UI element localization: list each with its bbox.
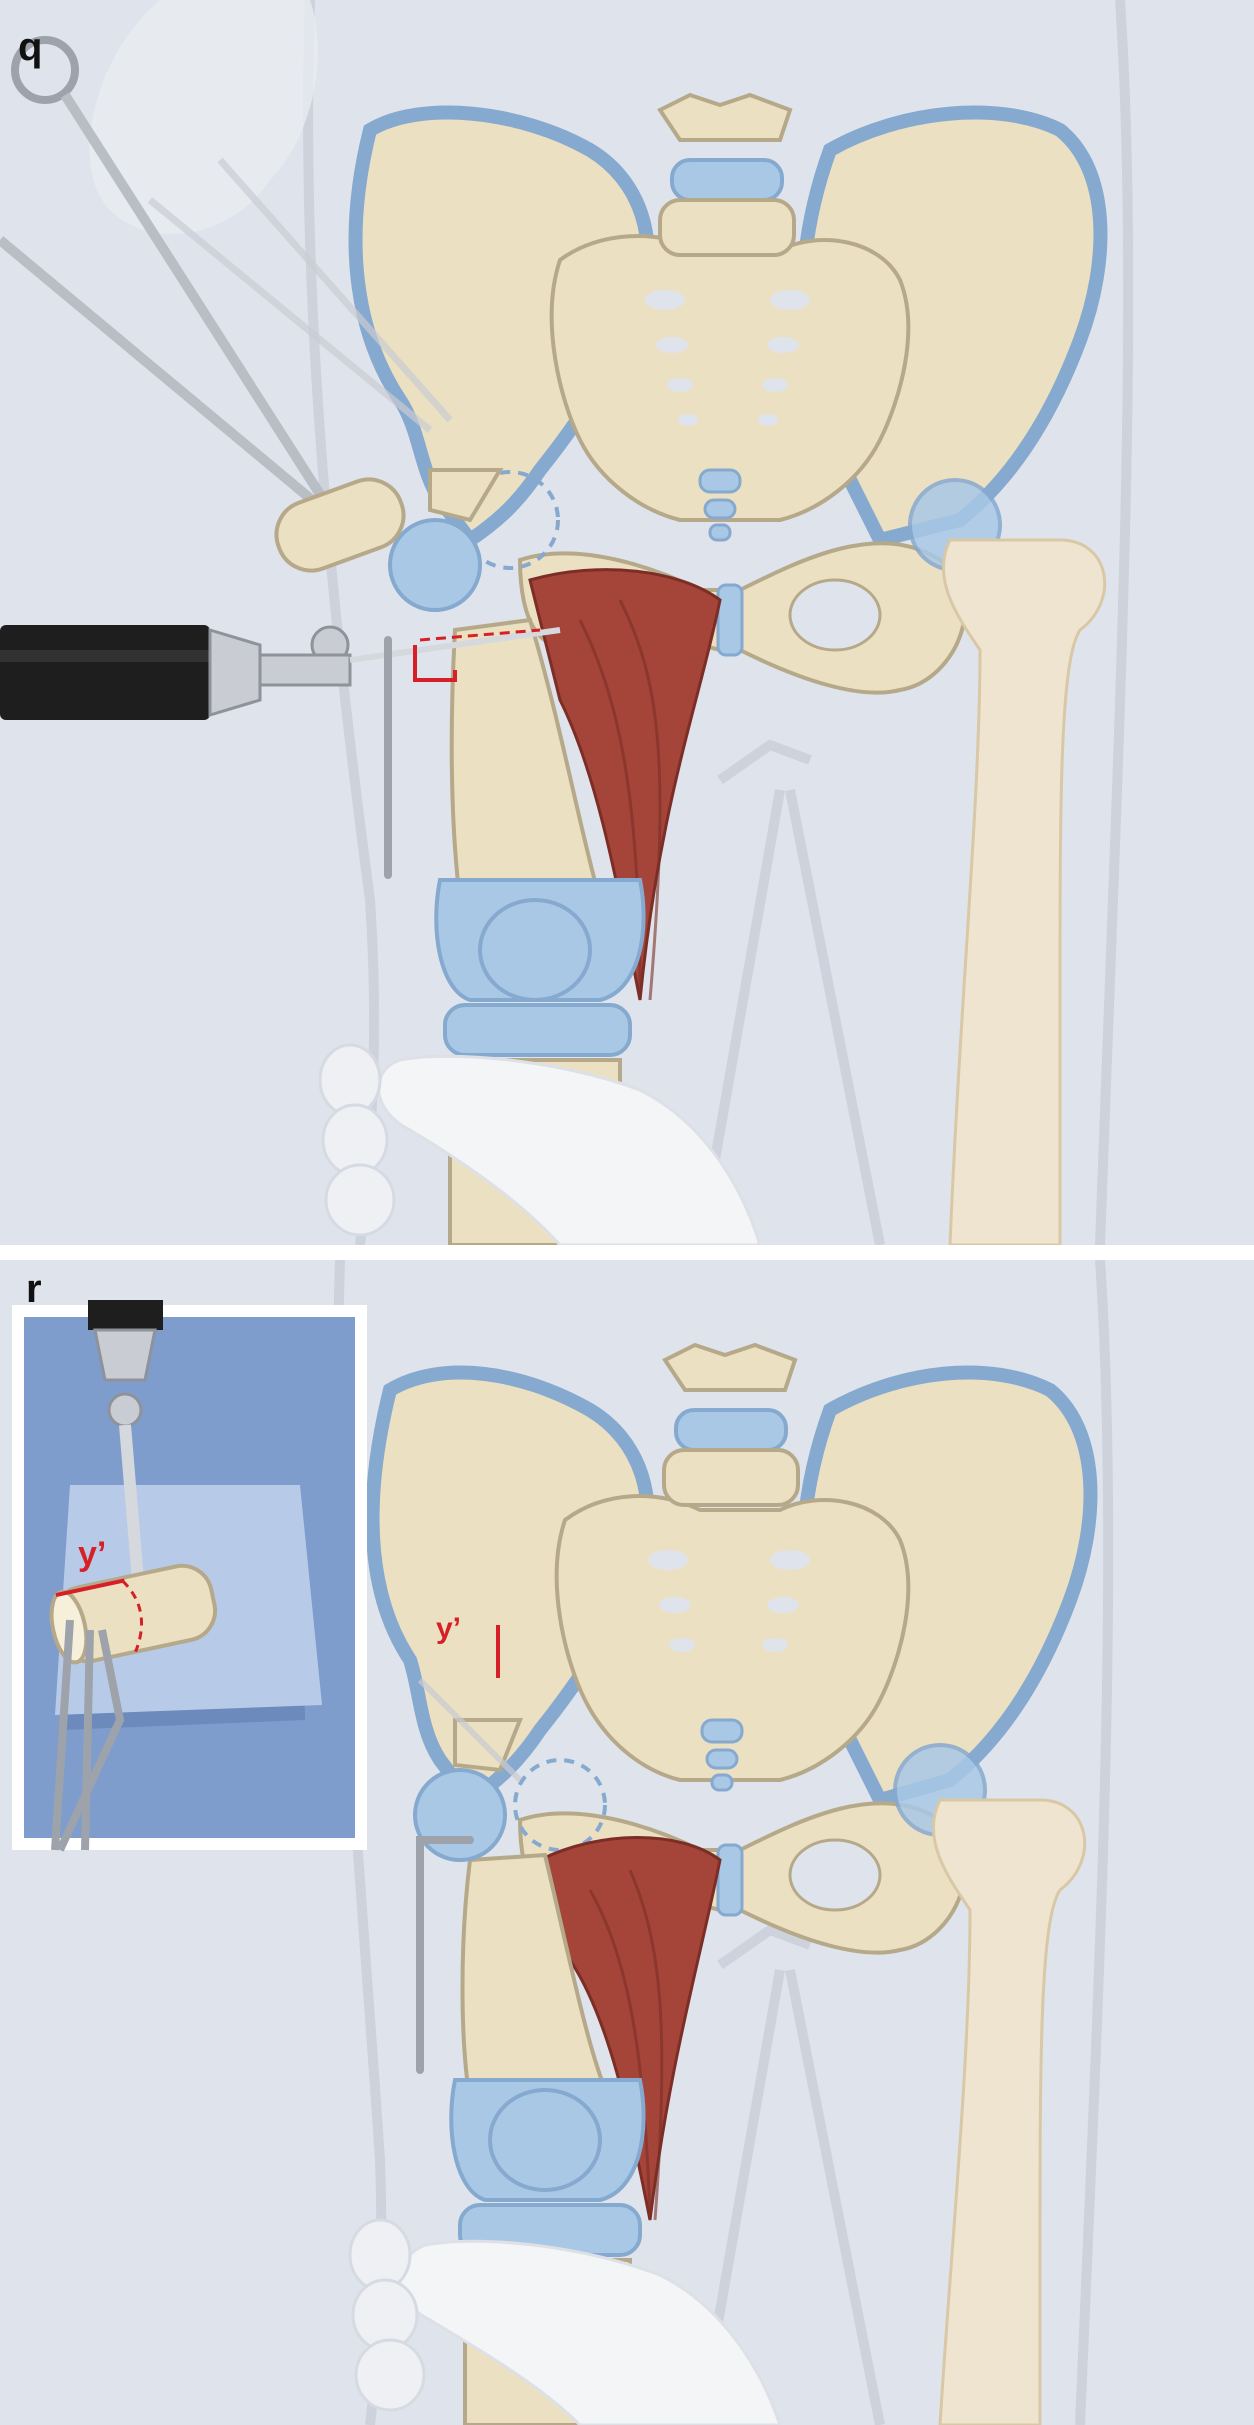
inset: y’ <box>12 1300 367 1852</box>
pelvis <box>365 1342 1098 1955</box>
sacral-foramen <box>767 337 799 353</box>
ghost-hand <box>89 0 318 234</box>
obturator-foramen <box>788 1838 882 1912</box>
contralateral-femur <box>931 1798 1087 2425</box>
coccyx-segment <box>705 1748 739 1770</box>
sacral-foramen <box>770 1550 810 1570</box>
inset-length-label: y’ <box>78 1535 106 1573</box>
cut-marking <box>413 645 457 682</box>
guide-pin <box>416 1836 474 2074</box>
intervertebral-disc <box>670 158 784 202</box>
groin-outline <box>717 1924 812 1970</box>
sacral-foramen <box>762 378 788 392</box>
sacral-foramen <box>678 414 698 426</box>
groin-outline <box>717 739 812 785</box>
vertebral-body <box>662 1448 800 1507</box>
ghost-fingers <box>348 2218 426 2412</box>
adductor-muscle <box>538 1836 722 2221</box>
pubic-symphysis <box>716 583 744 657</box>
inset-forceps <box>51 1619 125 1852</box>
adductor-muscle <box>528 568 722 1001</box>
femoral-head <box>413 1768 507 1862</box>
panel-label-q: q <box>18 25 42 69</box>
sacral-foramen <box>648 1550 688 1570</box>
panel-r-illustration: y’ y’ r <box>0 1260 1254 2425</box>
left-acetabulum <box>513 1758 607 1852</box>
sacral-foramen <box>770 290 810 310</box>
drill-trajectory <box>419 628 541 642</box>
left-iliac-wing <box>365 1365 655 1810</box>
panel-q: q <box>0 0 1254 1245</box>
muscle-fibers <box>588 1869 664 2221</box>
body-outline-right <box>1095 0 1134 1245</box>
forceps <box>0 36 453 519</box>
lumbar-vertebra <box>662 1342 798 1392</box>
vertebral-body <box>658 198 796 257</box>
main-length-label: y’ <box>436 1612 461 1645</box>
panel-label-r: r <box>26 1267 42 1311</box>
inset-drill-chuck <box>93 1328 157 1382</box>
coccyx-segment <box>703 498 737 520</box>
patella <box>478 898 592 1002</box>
sacral-foramen <box>667 378 693 392</box>
body-outline-right <box>1075 1260 1114 2425</box>
intervertebral-disc <box>674 1408 788 1452</box>
coccyx-segment <box>698 468 742 494</box>
sacral-foramen <box>669 1638 695 1652</box>
obturator-foramen <box>788 578 882 652</box>
forceps-shadow <box>417 1677 523 1783</box>
sacral-foramen <box>758 414 778 426</box>
coccyx-segment <box>710 1773 734 1792</box>
left-iliac-wing <box>348 105 655 550</box>
greater-trochanter <box>428 468 504 523</box>
sacral-foramen <box>645 290 685 310</box>
sacral-foramen <box>762 1638 788 1652</box>
bone-graft <box>274 477 406 573</box>
lumbar-vertebra <box>657 92 793 142</box>
drill <box>0 625 561 720</box>
drill-chuck <box>208 627 262 718</box>
ghost-fingers <box>318 1043 396 1237</box>
panel-divider <box>0 1245 1254 1260</box>
femoral-head <box>388 518 482 612</box>
patella <box>488 2088 602 2192</box>
coccyx-segment <box>700 1718 744 1744</box>
sacral-foramen <box>767 1597 799 1613</box>
gloved-hand <box>377 1054 762 1245</box>
sacral-foramen <box>656 337 688 353</box>
drill-handle <box>0 625 210 720</box>
pelvis <box>348 92 1108 695</box>
contralateral-femur <box>941 538 1107 1245</box>
panel-q-illustration: q <box>0 0 1254 1245</box>
pubic-symphysis <box>716 1843 744 1917</box>
sacrum <box>554 1494 911 1782</box>
inset-drill-body <box>88 1300 163 1330</box>
panel-r: y’ y’ r <box>0 1260 1254 2425</box>
tibial-plateau <box>443 1003 632 1057</box>
sacral-foramen <box>659 1597 691 1613</box>
coccyx-segment <box>708 523 732 542</box>
